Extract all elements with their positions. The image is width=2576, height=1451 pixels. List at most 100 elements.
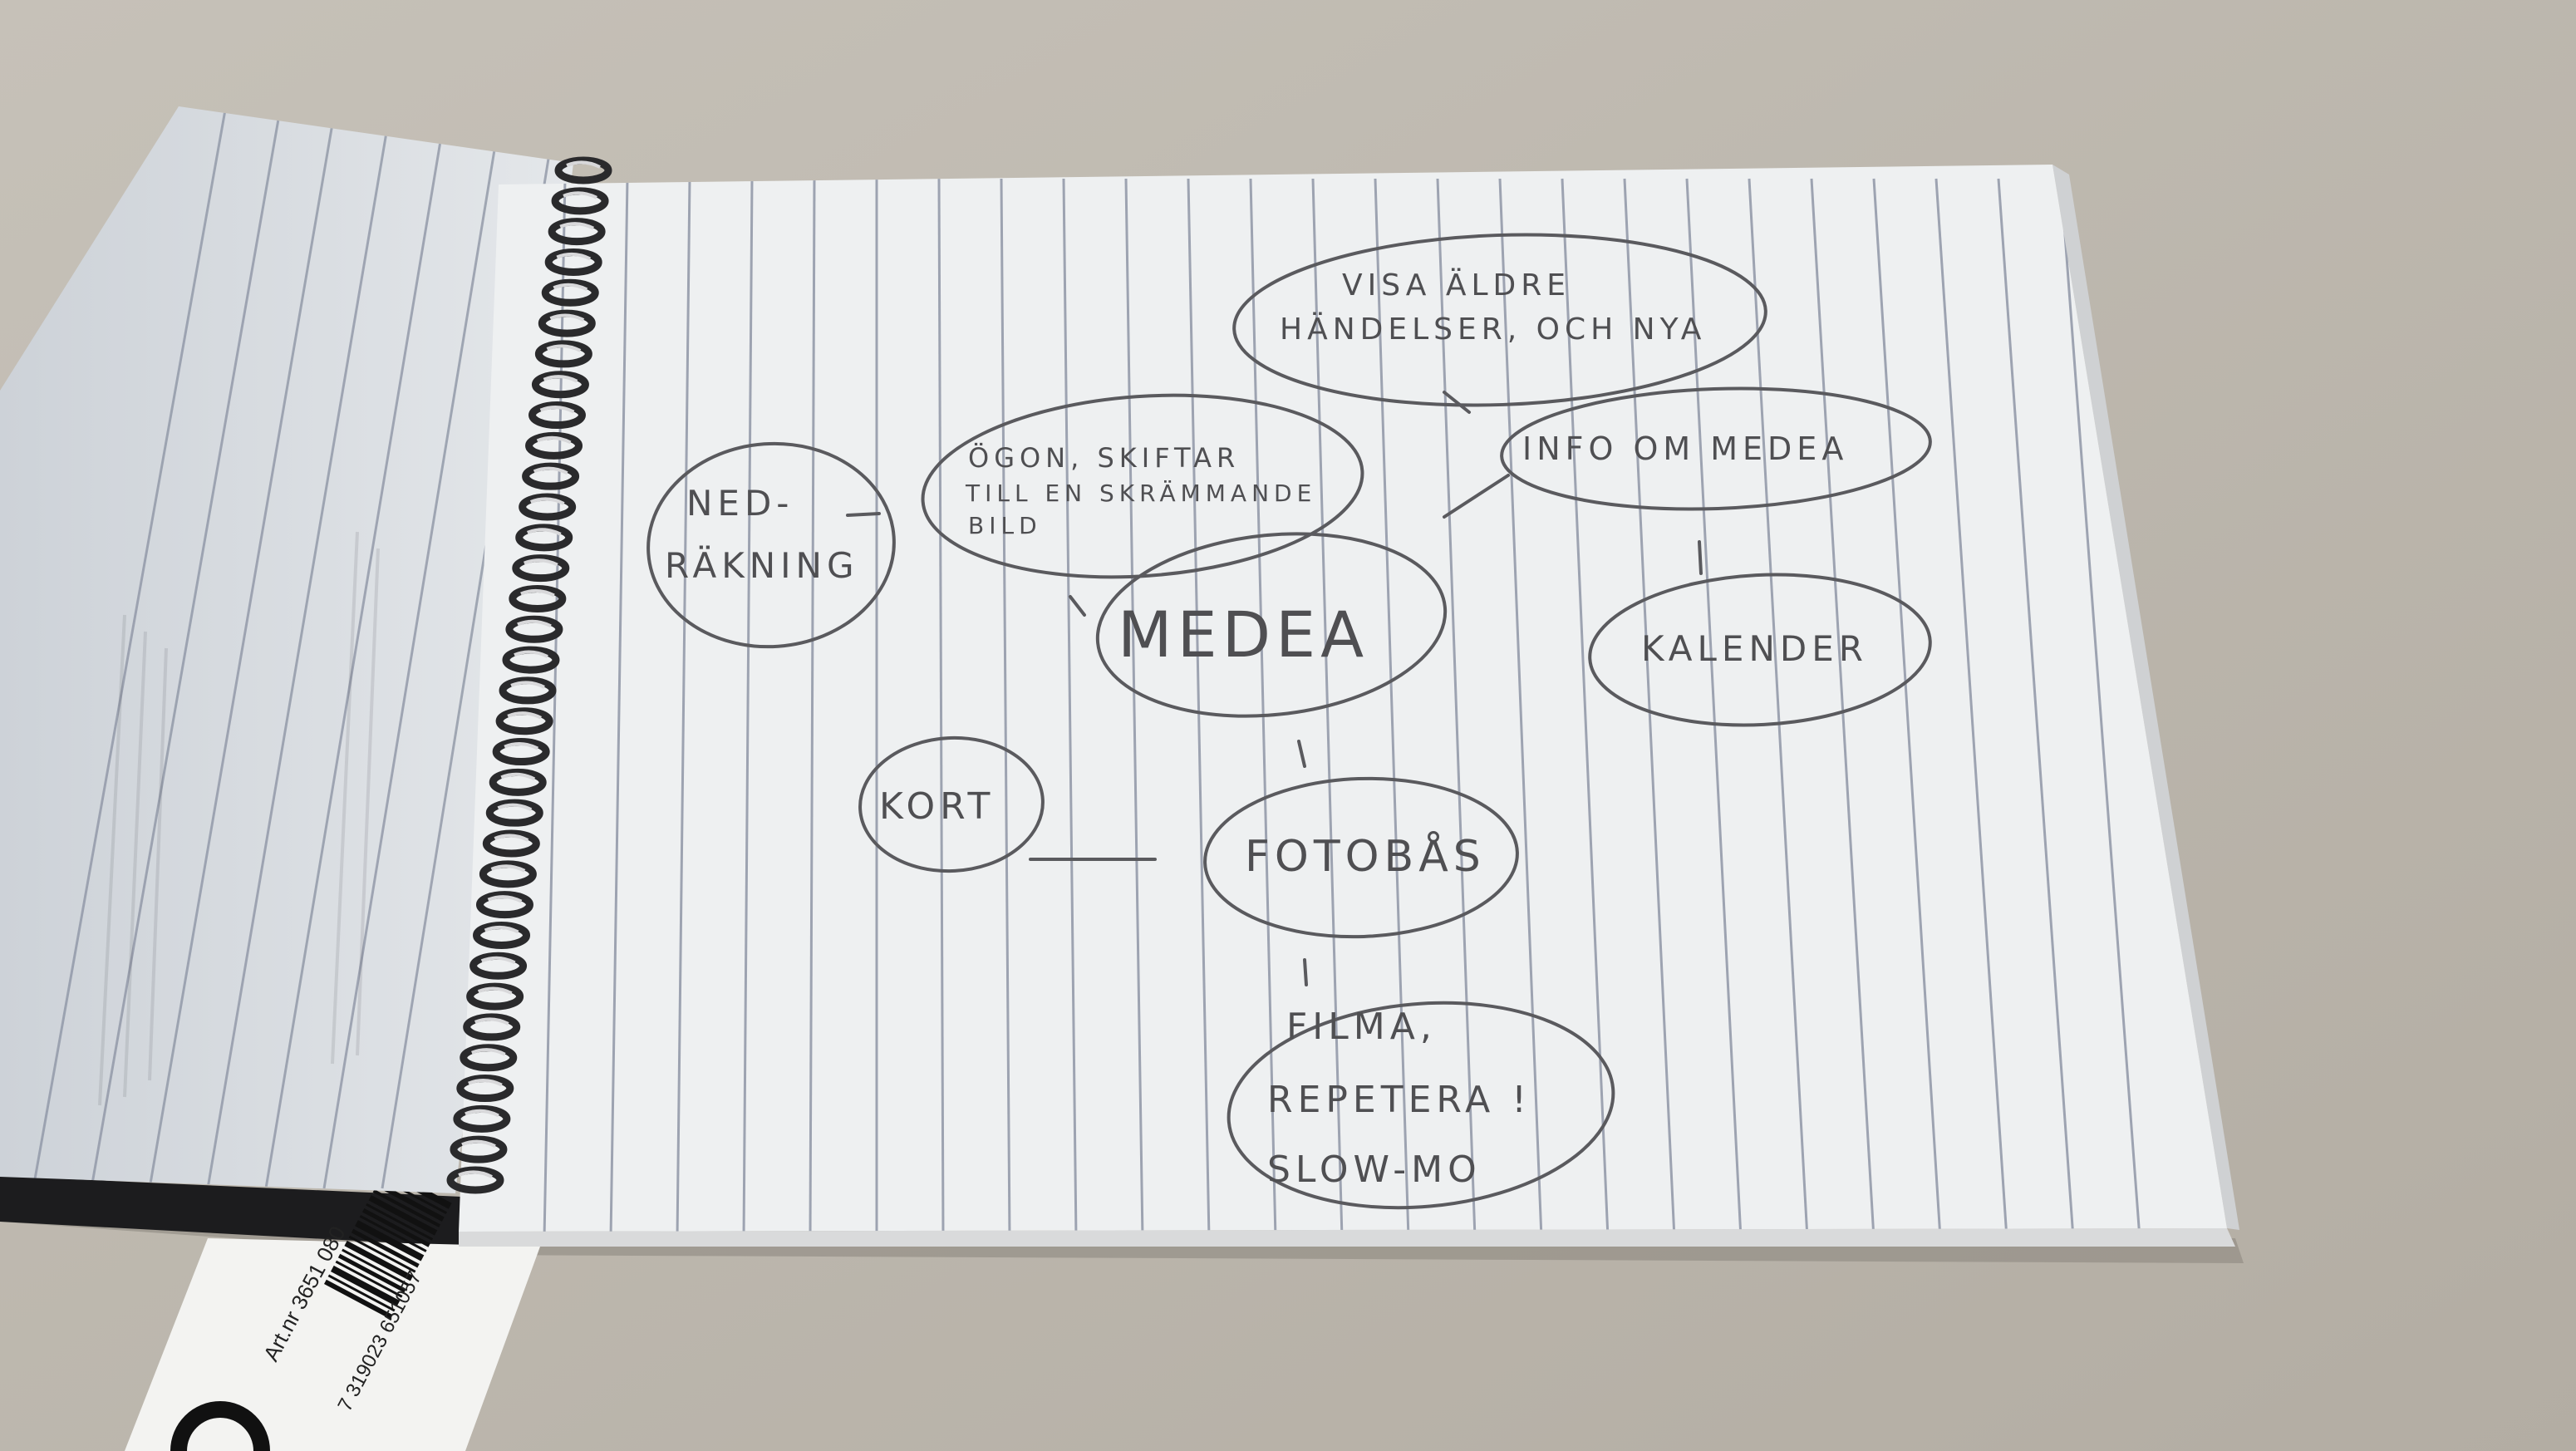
spiral-coil	[466, 982, 524, 1011]
spiral-coil	[463, 1013, 521, 1041]
spiral-coil-highlight	[566, 160, 601, 169]
spiral-coil-highlight	[549, 313, 585, 322]
spiral-coil	[525, 431, 583, 460]
node-filma-line2: REPETERA !	[1267, 1079, 1531, 1121]
node-filma-line1: FILMA,	[1286, 1006, 1437, 1048]
spiral-coil-highlight	[546, 344, 582, 352]
node-info-label: INFO OM MEDEA	[1522, 430, 1848, 467]
connector-medea-fotobas	[1297, 740, 1306, 768]
node-nedrakning-line2: RÄKNING	[665, 544, 859, 586]
barcode-icon	[324, 1168, 452, 1320]
spiral-coil	[519, 493, 577, 521]
spiral-coil-highlight	[553, 283, 588, 292]
node-medea: MEDEA	[1095, 532, 1448, 718]
page-stack-right	[2052, 165, 2239, 1230]
spiral-coil-highlight	[543, 375, 578, 383]
node-visa-aldre-line2: HÄNDELSER, OCH NYA	[1280, 312, 1706, 347]
spiral-coil	[541, 278, 599, 307]
spiral-coil	[475, 891, 533, 919]
node-kalender: KALENDER	[1588, 573, 1932, 727]
spiral-coil	[485, 799, 543, 827]
spiral-coil-highlight	[510, 681, 545, 689]
spiral-coil-highlight	[487, 895, 523, 903]
ruled-lines	[543, 178, 2141, 1232]
spiral-coil-highlight	[458, 1170, 493, 1178]
spiral-coil-highlight	[477, 986, 513, 995]
connector-info-kalender	[1698, 540, 1703, 575]
spiral-coil-highlight	[539, 406, 575, 414]
node-filma-line3: SLOW-MO	[1267, 1149, 1482, 1191]
spiral-coil-highlight	[497, 803, 533, 811]
spiral-coil-highlight	[559, 222, 595, 230]
spiral-coil	[499, 676, 557, 705]
spiral-coil	[538, 309, 596, 337]
barcode-label: Art.nr 3651 080 7 319023 651057	[125, 1168, 540, 1451]
spiral-coil	[446, 1166, 504, 1194]
mind-map-connectors	[846, 391, 1703, 986]
spiral-coil	[551, 187, 609, 215]
node-info-om-medea: INFO OM MEDEA	[1500, 386, 1932, 511]
spiral-coil-highlight	[533, 466, 568, 475]
spiral-coil	[531, 371, 589, 399]
spiral-coil-highlight	[490, 864, 526, 873]
connector-fotobas-filma	[1303, 958, 1308, 986]
node-visa-aldre-line1: VISA ÄLDRE	[1342, 268, 1571, 302]
spiral-coil-highlight	[517, 619, 552, 628]
node-ogon: ÖGON, SKIFTAR TILL EN SKRÄMMANDE BILD	[921, 393, 1364, 579]
spiral-coil-highlight	[494, 834, 529, 842]
connector-nedrakning-ogon	[846, 512, 881, 517]
node-kort-label: KORT	[879, 785, 995, 828]
spiral-binding	[446, 156, 612, 1194]
spiral-coil-highlight	[465, 1109, 499, 1118]
spiral-coil-highlight	[461, 1139, 496, 1148]
spiral-coil	[502, 646, 560, 674]
spiral-coil-highlight	[471, 1048, 506, 1056]
spiral-coil	[534, 340, 592, 368]
show-through-writing	[98, 531, 380, 1106]
node-nedrakning-line1: NED-	[686, 483, 794, 524]
spiral-coil-highlight	[514, 650, 548, 658]
spiral-coil-highlight	[529, 497, 565, 505]
node-fotobas-label: FOTOBÅS	[1245, 830, 1486, 882]
notebook-page	[459, 165, 2227, 1232]
spiral-coil	[460, 1044, 518, 1072]
spiral-coil-highlight	[563, 191, 597, 199]
node-ogon-line3: BILD	[968, 512, 1042, 539]
node-filma: FILMA, REPETERA ! SLOW-MO	[1227, 1001, 1615, 1210]
spiral-coil	[548, 218, 606, 246]
node-kort: KORT	[858, 735, 1045, 873]
spiral-coil-highlight	[480, 956, 516, 965]
node-nedrakning: NED- RÄKNING	[646, 441, 896, 649]
node-visa-aldre: VISA ÄLDRE HÄNDELSER, OCH NYA	[1232, 233, 1767, 407]
spiral-coil	[522, 462, 580, 490]
spiral-coil	[544, 248, 602, 276]
connector-info-visa	[1443, 391, 1471, 414]
node-medea-label: MEDEA	[1118, 598, 1369, 671]
spiral-coil-highlight	[556, 252, 592, 261]
spiral-coil-highlight	[500, 772, 536, 781]
spiral-coil-highlight	[526, 528, 562, 536]
spiral-coil	[509, 584, 567, 612]
left-page	[0, 106, 573, 1193]
connector-medea-info	[1443, 474, 1510, 519]
node-ogon-line2: TILL EN SKRÄMMANDE	[965, 480, 1316, 507]
spiral-coil-highlight	[524, 558, 558, 567]
spiral-coil	[479, 860, 537, 888]
label-logo-icon	[170, 1401, 270, 1451]
spiral-coil	[554, 156, 612, 184]
connector-medea-ogon	[1069, 595, 1086, 617]
spiral-coil-highlight	[507, 711, 542, 720]
spiral-coil	[528, 401, 586, 430]
node-ogon-line1: ÖGON, SKIFTAR	[968, 442, 1240, 474]
spiral-coil	[453, 1104, 511, 1133]
spiral-coil-highlight	[536, 435, 572, 445]
node-kalender-label: KALENDER	[1641, 628, 1868, 669]
spiral-coil-highlight	[474, 1017, 509, 1026]
spiral-coil	[512, 554, 570, 583]
spiral-coil	[505, 615, 563, 643]
spiral-coil-highlight	[504, 742, 539, 750]
spiral-coil	[495, 707, 553, 735]
spiral-coil	[489, 768, 547, 796]
page-stack-edge	[459, 1228, 2235, 1247]
